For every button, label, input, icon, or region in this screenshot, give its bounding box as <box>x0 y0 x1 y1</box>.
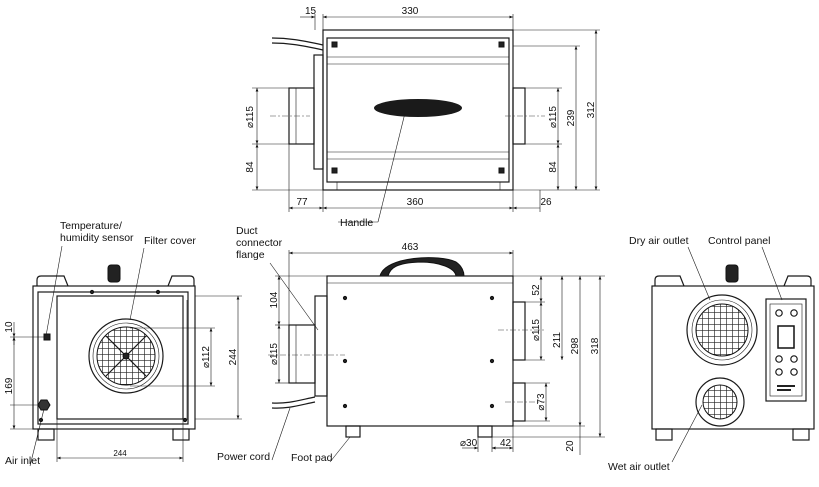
label-power-cord: Power cord <box>217 451 270 463</box>
dim-top-right-outer: 312 <box>586 101 597 118</box>
dim-front-foot-height: 20 <box>565 440 576 452</box>
label-duct-flange-line3: flange <box>236 249 265 261</box>
screw-icon <box>498 41 505 48</box>
dim-front-width: 463 <box>402 242 419 253</box>
front-body-outline <box>326 275 514 427</box>
dim-sensor-height: 10 <box>4 321 15 333</box>
front-right-duct <box>512 301 526 361</box>
dim-foot-dia: ⌀30 <box>460 438 478 449</box>
dim-bottom-mid: 360 <box>407 197 424 208</box>
knob-icon <box>725 264 739 283</box>
dim-front-duct-right: ⌀115 <box>531 319 542 341</box>
dim-front-right-top: 52 <box>531 284 542 296</box>
dim-front-right-total: 318 <box>590 337 601 354</box>
label-duct-flange: Duct connector flange <box>236 225 285 261</box>
dim-top-left-height: 84 <box>245 161 256 173</box>
top-view: 15 330 ⌀115 84 ⌀115 84 239 312 77 360 <box>245 6 600 229</box>
dim-filter-width: 244 <box>113 449 127 458</box>
dim-bottom-right: 26 <box>540 197 552 208</box>
label-sensor: Temperature/ humidity sensor <box>60 220 134 244</box>
duct-flange <box>314 295 328 397</box>
label-filter-cover: Filter cover <box>144 235 196 247</box>
fan-ring <box>88 318 164 394</box>
handle-icon <box>379 257 465 277</box>
dim-front-right-body: 298 <box>570 337 581 354</box>
label-duct-flange-line2: connector <box>236 237 283 249</box>
label-duct-flange-line1: Duct <box>236 225 258 237</box>
dim-front-duct-left: ⌀115 <box>269 343 280 365</box>
foot-pad <box>345 425 361 438</box>
dim-inlet-height: 169 <box>4 377 15 394</box>
label-sensor-line1: Temperature/ <box>60 220 122 232</box>
screw-icon <box>331 167 338 174</box>
control-button-icon <box>790 309 798 317</box>
left-side-view: 10 169 ⌀112 244 244 Temperature/ humidit… <box>4 220 242 467</box>
dim-front-right-mid: 211 <box>552 332 563 348</box>
left-body-outline <box>32 285 196 430</box>
dim-filter-height: 244 <box>228 348 239 365</box>
label-wet-outlet: Wet air outlet <box>608 461 670 473</box>
handle-icon <box>374 99 462 117</box>
sensor-icon <box>43 333 51 341</box>
dim-top-width: 330 <box>402 6 419 17</box>
right-body-outline <box>651 285 815 430</box>
top-left-duct <box>288 87 315 145</box>
label-air-inlet: Air inlet <box>5 455 40 467</box>
dim-top-right-dia: ⌀115 <box>548 106 559 128</box>
label-sensor-line2: humidity sensor <box>60 232 134 244</box>
front-left-duct <box>288 324 316 384</box>
dim-front-lower-duct: ⌀73 <box>536 393 547 411</box>
dim-front-top-offset: 104 <box>269 291 280 308</box>
control-button-icon <box>775 368 783 376</box>
wet-air-outlet-icon <box>702 384 738 420</box>
label-control-panel: Control panel <box>708 235 770 247</box>
control-panel <box>765 298 807 402</box>
control-button-icon <box>790 355 798 363</box>
dim-fan-dia: ⌀112 <box>201 346 212 368</box>
display-screen <box>777 325 795 349</box>
knob-icon <box>107 264 121 283</box>
screw-icon <box>331 41 338 48</box>
dry-outlet-ring <box>686 294 758 366</box>
label-dry-outlet: Dry air outlet <box>629 235 689 247</box>
top-body-inner <box>326 37 510 183</box>
control-button-icon <box>790 368 798 376</box>
screw-icon <box>498 167 505 174</box>
filter-cover-panel <box>56 295 184 420</box>
front-view: 463 104 ⌀115 52 ⌀115 ⌀73 211 298 318 20 <box>217 225 605 464</box>
label-handle: Handle <box>340 217 373 229</box>
control-button-icon <box>775 355 783 363</box>
wet-outlet-ring <box>695 377 745 427</box>
label-foot-pad: Foot pad <box>291 452 333 464</box>
dim-top-left-dia: ⌀115 <box>245 106 256 128</box>
dim-top-right-inner: 239 <box>566 109 577 126</box>
dim-bottom-left: 77 <box>296 197 308 208</box>
dim-top-right-height: 84 <box>548 161 559 173</box>
dry-air-outlet-icon <box>695 303 749 357</box>
control-button-icon <box>775 309 783 317</box>
dim-top-offset: 15 <box>305 6 317 17</box>
right-side-view: Dry air outlet Control panel Wet air out… <box>608 235 815 473</box>
dim-foot-offset: 42 <box>500 438 512 449</box>
